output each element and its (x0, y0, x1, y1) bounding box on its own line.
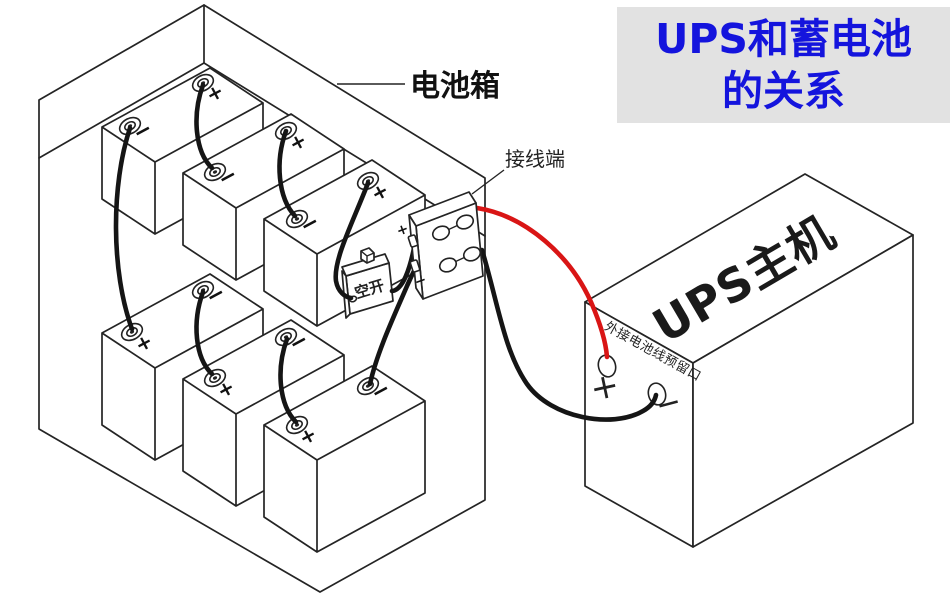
wire-b5-b6 (278, 336, 299, 425)
title-line-1: UPS和蓄电池 (655, 15, 912, 63)
wire-b4-b5 (194, 289, 215, 377)
terminal-negative-icon (356, 376, 380, 396)
callouts: 电池箱 接线端 (337, 69, 565, 195)
title-banner: UPS和蓄电池 的关系 (617, 7, 950, 123)
terminal-leader-line (471, 169, 505, 195)
ups-unit: UPS主机 外接电池线预留口 + − (584, 173, 914, 548)
terminal-label: 接线端 (505, 147, 565, 171)
ups-cables (474, 205, 659, 422)
terminal-hole-icon (462, 246, 482, 262)
wire-b2-b3 (277, 128, 298, 219)
wire-b3-breaker (333, 180, 371, 301)
red-cable (474, 205, 610, 360)
title-line-2: 的关系 (722, 67, 845, 115)
terminal-hole-icon (431, 225, 451, 241)
wire-b1-b2 (194, 82, 215, 171)
terminal-positive-icon (120, 322, 144, 342)
terminal-block: + − (394, 191, 484, 300)
breaker: 空开 (341, 247, 394, 319)
battery-box-label: 电池箱 (410, 69, 500, 104)
terminal-hole-icon (455, 214, 475, 230)
terminal-hole-icon (438, 257, 458, 273)
terminal-minus-socket (409, 259, 421, 273)
terminal-plus-label: + (394, 221, 410, 240)
battery-5: + − (182, 319, 345, 507)
terminal-plus-socket (407, 234, 419, 248)
wire-b1-b4 (113, 125, 135, 332)
ups-plus-hole-icon (597, 354, 617, 378)
black-cable (479, 247, 659, 422)
terminal-minus-label: − (412, 272, 428, 291)
